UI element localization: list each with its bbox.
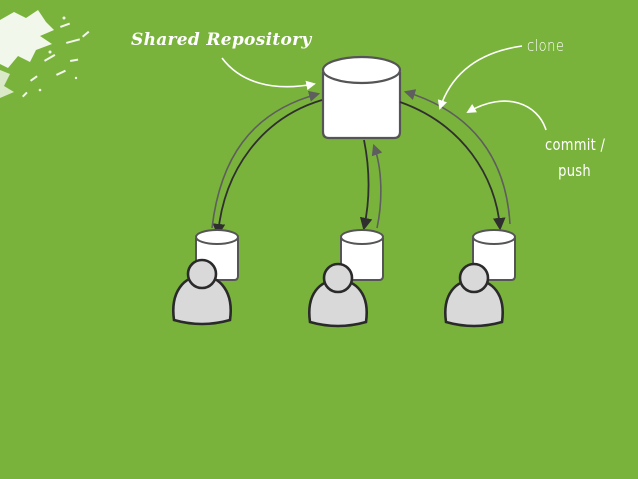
commit-push-label: commit / push bbox=[545, 132, 606, 184]
commit-label-line1: commit / bbox=[545, 135, 606, 154]
clone-arrow-left bbox=[212, 99, 323, 237]
clone-arrow-right bbox=[399, 101, 506, 231]
shared-repository-database-icon bbox=[321, 55, 402, 140]
push-arrow-right bbox=[403, 89, 511, 225]
commit-pointer-arrow bbox=[466, 100, 547, 131]
clone-arrow-middle bbox=[359, 139, 373, 231]
user-repository-database-icon-2 bbox=[340, 229, 384, 281]
shared-repository-pointer-arrow bbox=[221, 57, 316, 91]
user-icon-3 bbox=[444, 262, 504, 328]
clone-label: clone bbox=[527, 36, 565, 55]
user-icon-2 bbox=[308, 262, 368, 328]
push-arrow-left bbox=[211, 90, 321, 229]
commit-label-line2: push bbox=[558, 161, 591, 180]
push-arrow-middle bbox=[371, 143, 383, 229]
user-icon-1 bbox=[172, 258, 232, 326]
shared-repository-label: Shared Repository bbox=[131, 30, 312, 50]
chalk-texture bbox=[0, 10, 90, 98]
clone-pointer-arrow bbox=[437, 45, 523, 110]
